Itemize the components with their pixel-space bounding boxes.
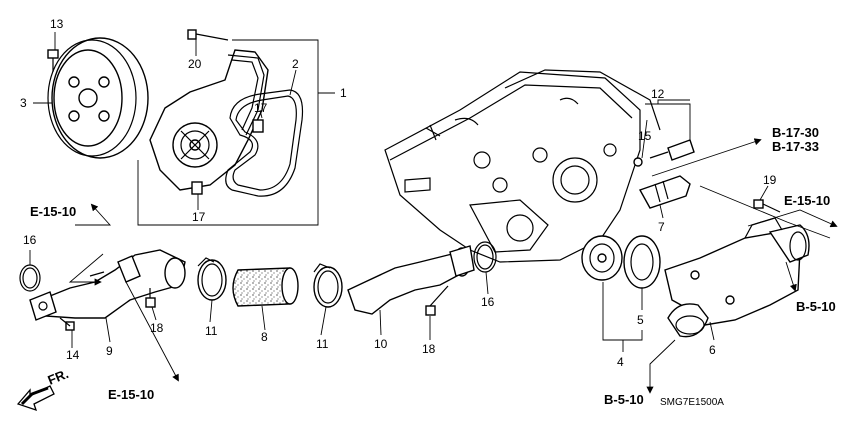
ref-e-15-10-top-left[interactable]: E-15-10 xyxy=(30,204,76,219)
part-number-13: 13 xyxy=(50,17,64,31)
part-number-6: 6 xyxy=(709,343,716,357)
ref-b-17-33[interactable]: B-17-33 xyxy=(772,139,819,154)
front-direction-arrow: FR. xyxy=(16,366,71,412)
part-number-3: 3 xyxy=(20,96,27,110)
cylinder-block xyxy=(384,69,661,263)
part-number-19: 19 xyxy=(763,173,777,187)
part-number-20: 20 xyxy=(188,57,202,71)
bolt-18-left xyxy=(145,288,156,308)
bolt-20 xyxy=(187,29,229,41)
ref-b-5-10-right[interactable]: B-5-10 xyxy=(796,299,836,314)
ref-b-5-10-bottom[interactable]: B-5-10 xyxy=(604,392,644,407)
part-number-11-left: 11 xyxy=(205,324,218,338)
water-pipe-9 xyxy=(29,249,186,321)
water-hose-8 xyxy=(232,267,299,307)
part-number-8: 8 xyxy=(261,330,268,344)
o-ring-16-left xyxy=(19,264,41,292)
part-number-18-right: 18 xyxy=(422,342,436,356)
thermostat xyxy=(581,235,623,281)
o-ring-16-right xyxy=(473,241,497,273)
o-ring-2 xyxy=(225,89,304,197)
hose-clamp-11-left xyxy=(197,257,227,301)
part-number-9: 9 xyxy=(106,344,113,358)
sender-switch-7 xyxy=(638,175,691,209)
ref-e-15-10-right[interactable]: E-15-10 xyxy=(784,193,830,208)
temperature-sensor-12 xyxy=(633,139,695,167)
bolt-18-right xyxy=(425,285,449,316)
part-number-10: 10 xyxy=(374,337,388,351)
part-number-14: 14 xyxy=(66,348,80,362)
water-pump xyxy=(149,49,269,195)
hose-clamp-11-right xyxy=(313,263,343,308)
part-number-16-right: 16 xyxy=(481,295,495,309)
part-number-12: 12 xyxy=(651,87,665,101)
part-number-17-upper: 17 xyxy=(254,101,268,115)
bolt-13 xyxy=(47,49,59,72)
part-number-4: 4 xyxy=(617,355,624,369)
part-number-17-lower: 17 xyxy=(192,210,206,224)
thermostat-gasket-5 xyxy=(623,235,661,289)
ref-e-15-10-bottom-left[interactable]: E-15-10 xyxy=(108,387,154,402)
part-number-16-left: 16 xyxy=(23,233,37,247)
ref-b-17-30[interactable]: B-17-30 xyxy=(772,125,819,140)
part-number-11-right: 11 xyxy=(316,337,329,351)
part-number-7: 7 xyxy=(658,220,665,234)
thermostat-housing xyxy=(664,217,810,338)
part-number-2: 2 xyxy=(292,57,299,71)
part-number-5: 5 xyxy=(637,313,644,327)
front-marker-label: FR. xyxy=(46,366,71,388)
water-pump-pulley xyxy=(47,37,149,159)
part-number-1: 1 xyxy=(340,86,347,100)
part-number-15: 15 xyxy=(638,129,652,143)
bolt-19 xyxy=(753,199,781,213)
water-pipe-10 xyxy=(347,245,475,315)
bolt-14 xyxy=(59,317,75,331)
diagram-code: SMG7E1500A xyxy=(660,397,724,408)
part-number-18-left: 18 xyxy=(150,321,164,335)
